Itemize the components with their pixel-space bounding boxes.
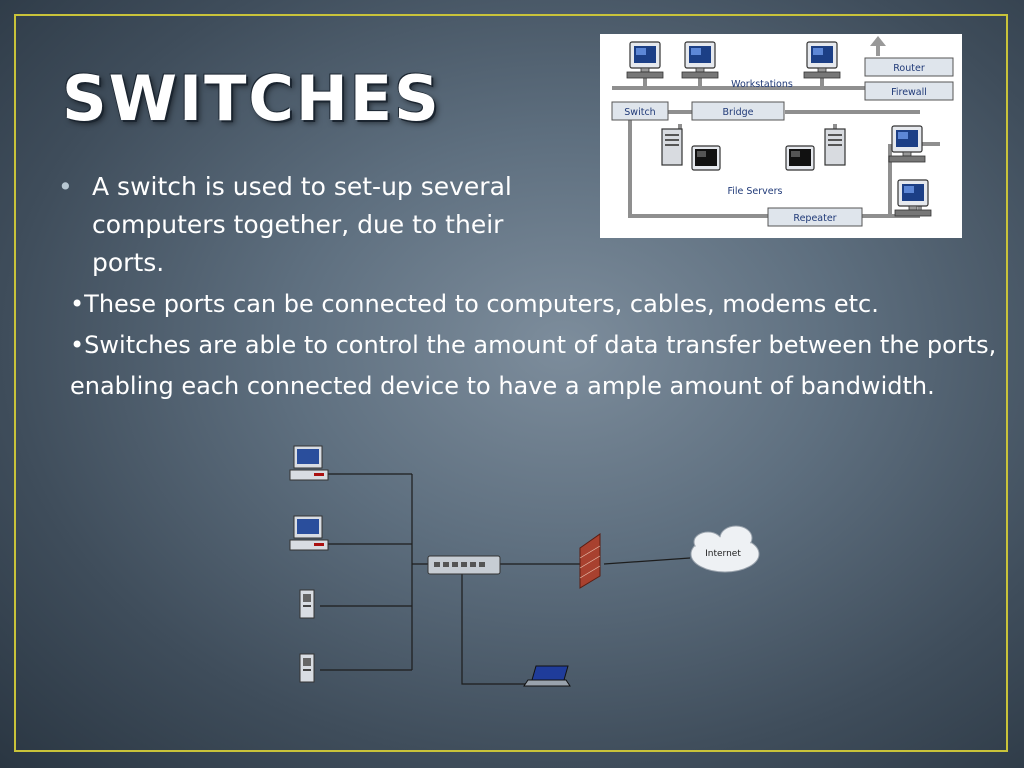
uplink-arrow-icon xyxy=(870,36,886,56)
internet-cloud-icon xyxy=(690,525,760,573)
workstations-label: Workstations xyxy=(731,79,793,90)
network-diagram: Router Firewall Workstations Switch Brid… xyxy=(600,34,962,238)
server-icon xyxy=(299,653,315,683)
bullet-item: • A switch is used to set-up several com… xyxy=(58,168,558,282)
workstation-icon xyxy=(289,445,329,481)
switch-label: Switch xyxy=(624,107,655,118)
server-icon xyxy=(661,128,683,166)
paragraph-line-bandwidth: •Switches are able to control the amount… xyxy=(70,331,997,400)
bridge-label: Bridge xyxy=(723,107,754,118)
paragraph-line-ports: •These ports can be connected to compute… xyxy=(70,290,879,318)
router-label: Router xyxy=(893,63,925,74)
server-icon xyxy=(824,128,846,166)
internet-label: Internet xyxy=(705,549,741,559)
monitor-icon xyxy=(785,145,815,171)
slide-title: SWITCHES xyxy=(62,62,441,135)
workstation-icon xyxy=(894,179,932,217)
monitor-icon xyxy=(691,145,721,171)
slide-frame xyxy=(14,14,1008,752)
switch-diagram: Internet xyxy=(289,445,760,687)
file-servers-label: File Servers xyxy=(727,186,782,197)
workstation-icon xyxy=(888,125,926,163)
workstation-icon xyxy=(803,41,841,79)
bullet-dot-icon: • xyxy=(58,172,73,201)
firewall-label: Firewall xyxy=(891,87,927,98)
body-paragraph: •These ports can be connected to compute… xyxy=(70,284,1000,407)
laptop-icon xyxy=(523,665,571,687)
switch-links xyxy=(320,473,691,685)
workstation-icon xyxy=(681,41,719,79)
firewall-icon xyxy=(579,533,601,589)
managed-switch-icon xyxy=(427,555,501,575)
workstation-icon xyxy=(289,515,329,551)
server-icon xyxy=(299,589,315,619)
repeater-label: Repeater xyxy=(793,213,836,224)
bullet-text: A switch is used to set-up several compu… xyxy=(92,172,512,277)
workstation-icon xyxy=(626,41,664,79)
